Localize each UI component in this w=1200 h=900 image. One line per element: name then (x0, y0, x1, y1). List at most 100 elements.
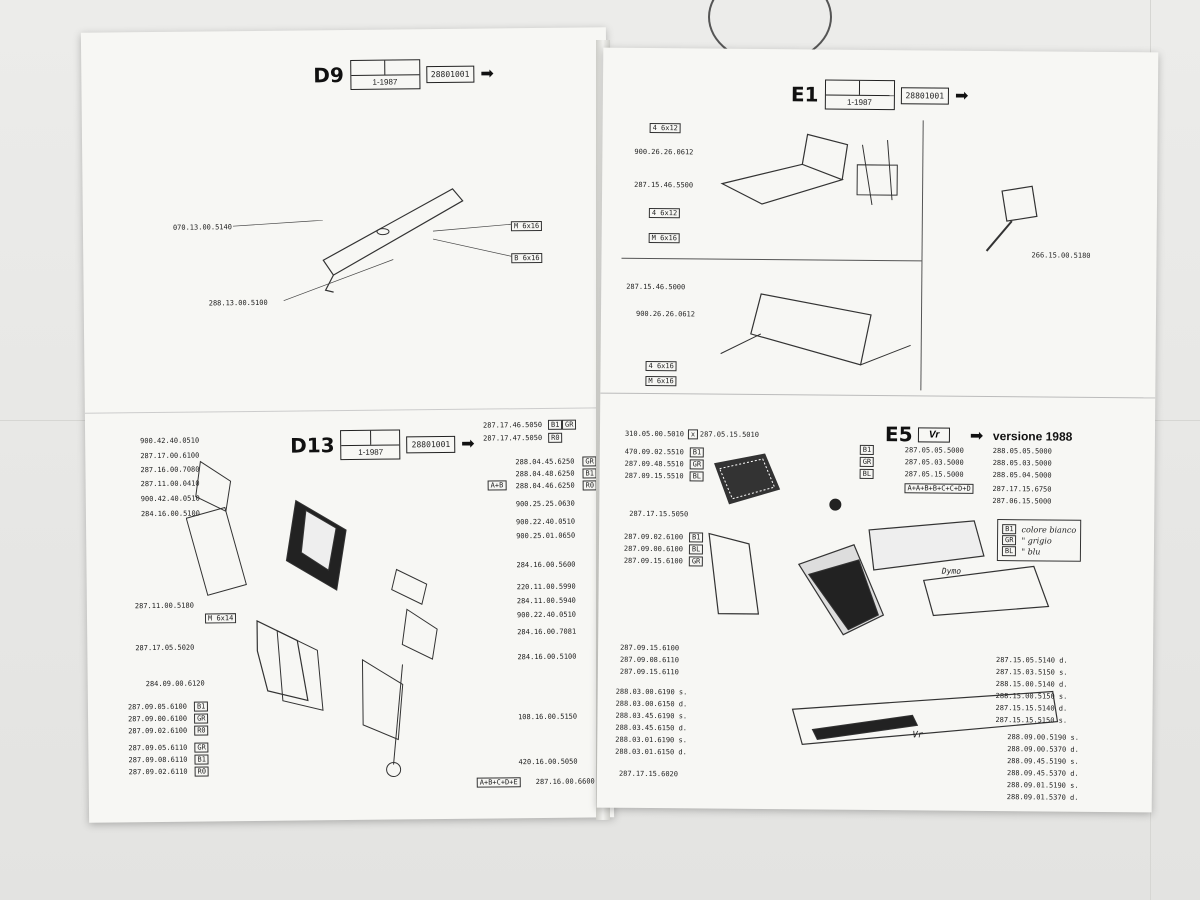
part-number: 288.05.05.5000 (992, 447, 1052, 456)
color-tag: BL (689, 471, 705, 482)
e5-exploded-drawing (708, 453, 1059, 745)
part-number: 284.16.00.5100 (140, 509, 200, 519)
part-number: 108.16.00.5150 (518, 712, 578, 722)
color-tag: BL (688, 544, 704, 555)
version-mark: Vr (912, 730, 924, 741)
part-tag: M 6x16 (648, 232, 681, 244)
d9-date: 1-1987 (372, 76, 398, 87)
part-number: 287.05.15.5000 (904, 470, 964, 479)
part-number: 288.05.04.5000 (992, 471, 1052, 480)
e1-date: 1-1987 (846, 97, 872, 107)
color-tag: BL (859, 468, 875, 479)
part-number: 287.09.02.6110 (128, 767, 188, 777)
color-tag: R0 (194, 725, 209, 736)
color-tag: GR (194, 742, 209, 753)
e1-code: E1 (790, 82, 819, 107)
legend-value: colore bianco (1021, 524, 1077, 535)
part-number: 287.17.15.6020 (618, 769, 679, 779)
section-divider (621, 257, 922, 262)
legend-key: BL (1001, 546, 1017, 557)
part-number: 284.11.00.5940 (516, 596, 576, 606)
part-number: 288.03.01.6150 d. (615, 747, 687, 757)
part-number: 287.09.48.5510 (624, 459, 684, 469)
legend-row: B1 colore bianco (1002, 524, 1076, 535)
color-tag: GR (688, 556, 704, 567)
e1-rack-2-drawing (720, 293, 911, 366)
e1-header: E1 1-1987 28801001 ➡ (791, 79, 969, 111)
part-number: 287.05.15.5010 (699, 430, 760, 439)
part-number: 288.03.01.6190 s. (615, 735, 687, 745)
part-number: 287.09.08.6110 (619, 655, 680, 665)
e5-version-box: Vr (917, 427, 951, 443)
part-number: 287.17.15.6750 (992, 485, 1052, 494)
group-tag: A+B (487, 480, 507, 491)
section-divider (920, 120, 924, 391)
part-number: 288.09.01.5190 s. (1006, 781, 1079, 790)
color-tag: B1 (193, 701, 209, 712)
part-number: 287.06.15.5000 (992, 497, 1052, 506)
part-number: 288.03.45.6190 s. (615, 711, 688, 721)
part-number: 287.09.00.6100 (623, 544, 684, 554)
part-number: 287.09.02.6100 (624, 532, 684, 542)
e5-version-label: versione 1988 (992, 429, 1073, 444)
color-tag: GR (582, 456, 597, 467)
color-tag: B1 (689, 532, 704, 543)
part-number: 900.26.26.0612 (635, 309, 696, 319)
e5-code: E5 (884, 422, 913, 447)
left-page: D9 1-1987 28801001 ➡ 070.13.00.5140 M 6x… (80, 27, 615, 823)
part-number: 287.09.15.6110 (619, 667, 679, 677)
part-number: 287.09.08.6110 (128, 755, 188, 765)
part-number: 284.09.00.6120 (145, 679, 205, 689)
part-tag: 4 6x12 (648, 207, 681, 219)
part-number: 287.17.05.5020 (135, 643, 195, 653)
part-number: 070.13.00.5140 (172, 223, 232, 232)
part-number: 288.09.00.5370 d. (1007, 745, 1079, 754)
color-tag: B1 (689, 447, 705, 458)
part-number: 900.22.40.0510 (515, 517, 576, 527)
color-tag: B1 (194, 754, 209, 765)
part-number: 288.15.00.5140 d. (995, 680, 1068, 689)
part-number: 288.04.45.6250 (515, 457, 575, 467)
part-number: 288.03.00.6190 s. (615, 687, 688, 697)
d9-mirror-drawing (322, 188, 464, 293)
part-number: 287.17.46.5050 (482, 420, 543, 430)
part-number: 900.42.40.0510 (140, 494, 200, 504)
group-tag: A+A+B+B+C+C+D+D (904, 483, 974, 494)
part-number: 287.09.05.6110 (128, 743, 188, 753)
part-tag: M 6x14 (204, 613, 237, 624)
part-number: 287.17.15.5050 (629, 509, 689, 519)
part-number: 287.15.46.5000 (626, 282, 686, 292)
part-number: 287.17.47.5050 (483, 433, 543, 443)
part-tag: 4 6x12 (649, 123, 681, 134)
part-number: 288.09.45.5370 d. (1006, 769, 1079, 778)
part-number: 288.04.46.6250 (515, 481, 575, 491)
d9-serial: 28801001 (425, 65, 475, 83)
section-divider (84, 407, 610, 414)
part-tag: 4 6x16 (645, 360, 677, 372)
e1-rack-drawing (720, 133, 898, 206)
color-tag: GR (859, 456, 875, 467)
part-number: 287.11.00.5180 (134, 601, 194, 611)
color-tag: B1 (582, 468, 598, 479)
legend-key: B1 (1002, 524, 1017, 535)
part-number: 287.16.00.7080 (140, 465, 200, 475)
brand-mark: Dymo (941, 566, 962, 576)
part-number: 287.15.15.5150 s. (995, 716, 1068, 725)
part-number: 900.25.01.0650 (516, 531, 576, 541)
part-number: 288.04.48.6250 (515, 469, 575, 479)
d9-header: D9 1-1987 28801001 ➡ (313, 58, 494, 90)
group-tag: A+B+C+D+E (476, 777, 521, 788)
part-number: 287.09.15.6100 (620, 643, 680, 653)
part-number: 900.25.25.0630 (515, 499, 575, 509)
part-number: 288.03.00.6150 d. (615, 699, 688, 709)
part-number: 288.09.00.5190 s. (1007, 733, 1080, 742)
arrow-right-icon: ➡ (480, 65, 494, 83)
part-number: 287.16.00.6600 (535, 777, 595, 787)
d13-exploded-drawing (185, 460, 438, 778)
color-tag: GR (194, 713, 209, 724)
legend-key: GR (1002, 535, 1017, 546)
legend-value: " grigio (1021, 535, 1052, 546)
d9-code: D9 (313, 63, 344, 88)
section-divider (600, 392, 1156, 399)
